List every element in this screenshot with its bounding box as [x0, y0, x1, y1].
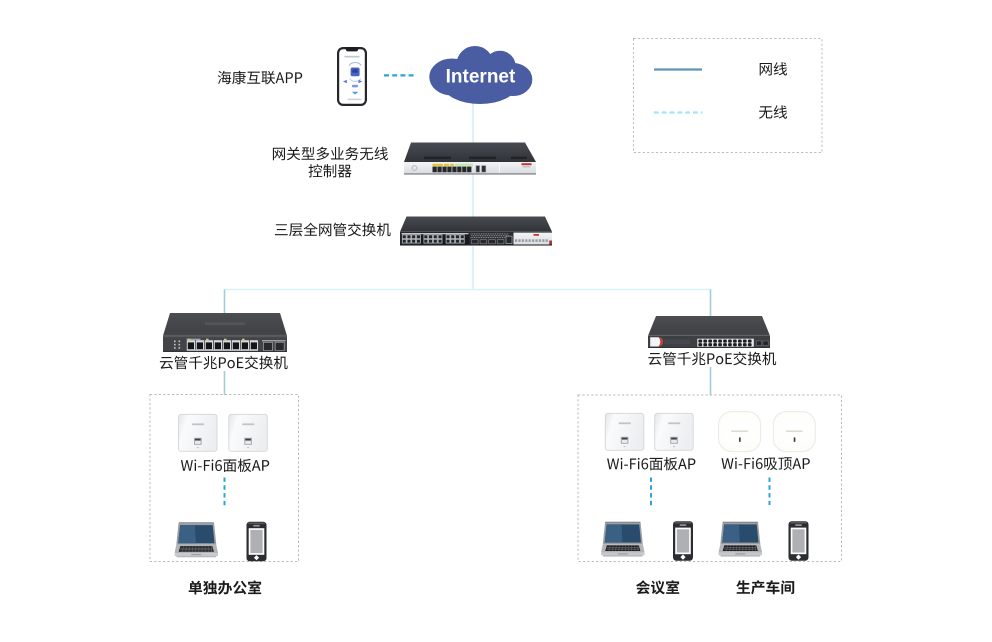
svg-text:Internet: Internet — [446, 67, 516, 88]
